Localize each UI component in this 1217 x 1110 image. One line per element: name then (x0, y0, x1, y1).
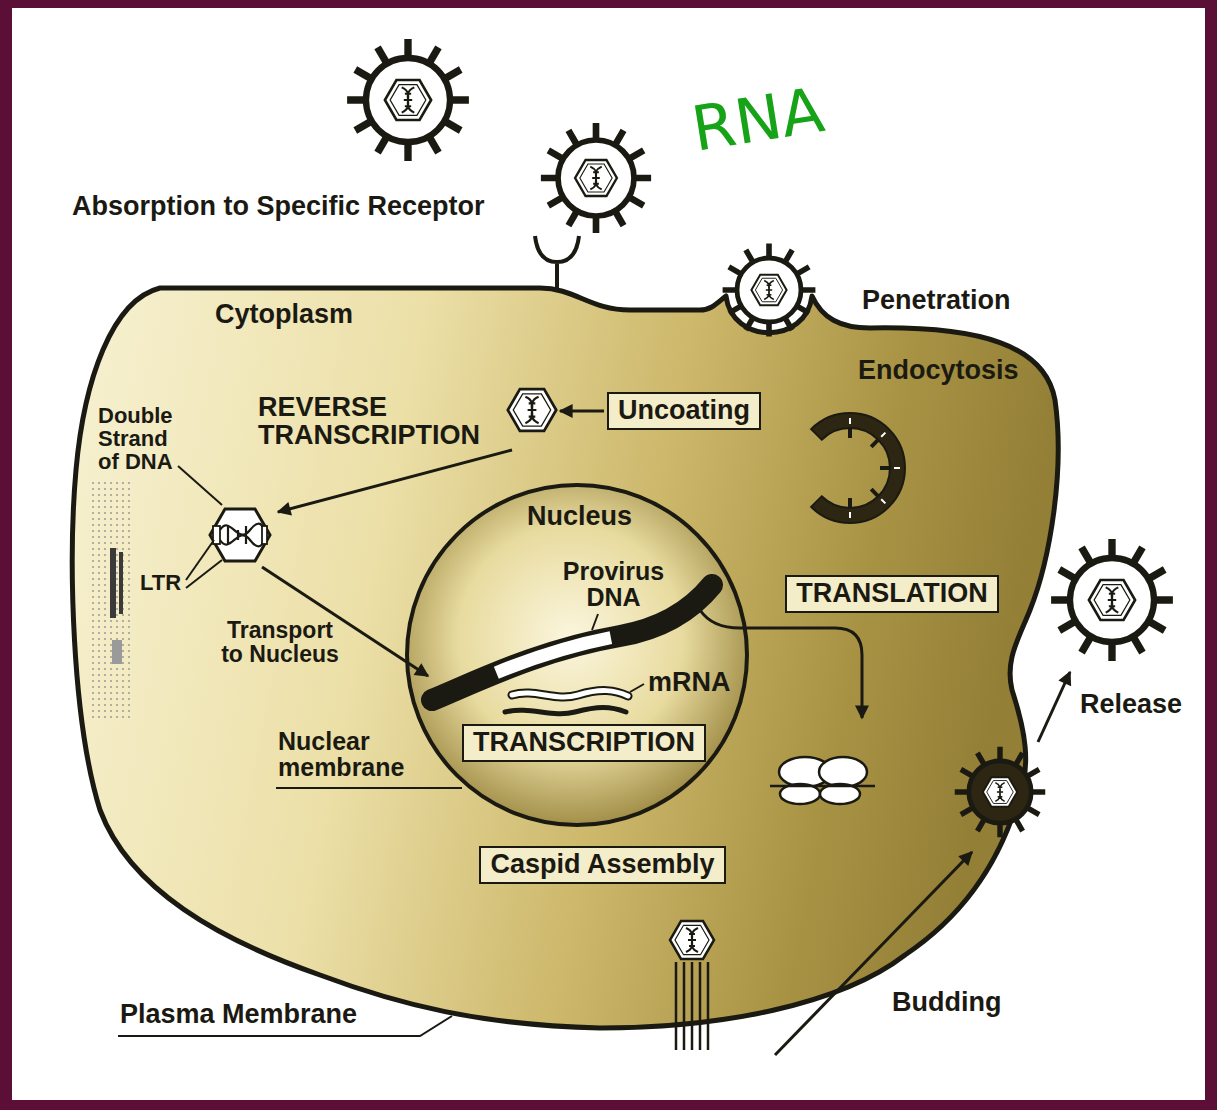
mrna-strands (505, 691, 628, 714)
transport-arrow (262, 567, 428, 676)
leader-line (592, 614, 598, 630)
text-slot: RNA (692, 86, 824, 154)
region-label: Cytoplasm (215, 300, 353, 330)
dna-helix (220, 524, 263, 547)
virus-particle (347, 39, 469, 161)
double-strand-dna (210, 509, 270, 561)
reverse-transcription-arrow (278, 450, 512, 512)
region-label: Nucleus (527, 502, 632, 532)
text-slot: LTR (140, 571, 181, 595)
handwritten-note: RNA (687, 76, 828, 164)
leader-line (630, 684, 644, 692)
process-arrows (262, 411, 1070, 1055)
text-slot: Penetration (862, 286, 1011, 316)
leader-line (118, 1016, 452, 1036)
vesicle-spikes (850, 428, 890, 508)
mrna-strand (505, 708, 626, 714)
ribosome-symbol (770, 757, 875, 804)
text-slot: Transport to Nucleus (218, 618, 342, 666)
membrane-proteins (676, 962, 708, 1050)
part-label: Nuclear membrane (278, 728, 413, 781)
text-slot: Release (1080, 690, 1182, 720)
budding-virus (955, 747, 1045, 837)
budding-arrow (775, 852, 972, 1055)
text-slot: Nuclear membrane (278, 728, 413, 781)
text-slot: REVERSE TRANSCRIPTION (258, 393, 493, 450)
step-label: Release (1080, 690, 1182, 720)
part-label: Double Strand of DNA (98, 404, 182, 473)
step-box: Caspid Assembly (479, 846, 726, 884)
provirus-segment (432, 585, 712, 700)
step-box: TRANSCRIPTION (462, 724, 706, 762)
step-name: Caspid Assembly (490, 849, 714, 880)
step-name: TRANSCRIPTION (473, 727, 695, 758)
virus-particle (1051, 539, 1173, 661)
frame-panel (12, 8, 1205, 1100)
release-arrow (1038, 672, 1070, 742)
leader-line (178, 466, 222, 505)
mrna-strand (512, 691, 628, 697)
uncoating-arrow (560, 410, 604, 413)
step-box: Uncoating (607, 392, 761, 430)
part-label: mRNA (648, 668, 731, 698)
membrane-bar (119, 552, 123, 614)
nuclear-membrane-outline (407, 485, 747, 825)
step-name: TRANSLATION (796, 578, 987, 609)
chromosome-band (432, 585, 712, 700)
part-label: Plasma Membrane (120, 1000, 357, 1030)
virus-particle (723, 244, 816, 337)
step-label: Absorption to Specific Receptor (72, 192, 485, 222)
virus-particle (541, 123, 651, 233)
membrane-bar (110, 548, 116, 618)
leader-line (186, 540, 214, 580)
part-label: LTR (140, 571, 181, 595)
text-slot: Budding (892, 988, 1001, 1018)
step-label: Penetration (862, 286, 1011, 316)
step-label: Budding (892, 988, 1001, 1018)
part-label: Provirus DNA (556, 558, 671, 611)
dna-capsule (210, 509, 270, 561)
membrane-shading (92, 480, 130, 720)
text-slot: mRNA (648, 668, 731, 698)
leader-line (276, 787, 462, 789)
receptor-symbol (535, 236, 579, 289)
text-slot: Double Strand of DNA (98, 404, 182, 473)
provirus-chromosome (432, 585, 712, 700)
membrane-bar (112, 640, 122, 664)
endocytic-vesicle (811, 413, 905, 523)
text-slot: Provirus DNA (556, 558, 671, 611)
vesicle-wall (811, 413, 905, 523)
ribosome-mrna (770, 785, 875, 788)
step-label: REVERSE TRANSCRIPTION (258, 393, 493, 450)
ribosome-subunit (819, 757, 867, 787)
ltr-block (262, 526, 267, 544)
step-box: TRANSLATION (785, 575, 999, 613)
text-slot: Cytoplasm (215, 300, 353, 330)
text-slot: Endocytosis (858, 356, 1019, 386)
text-slot: Nucleus (527, 502, 632, 532)
assembled-capsid (670, 921, 714, 959)
vesicle-marks (850, 418, 900, 518)
text-slot: Absorption to Specific Receptor (72, 192, 485, 222)
step-name: Uncoating (618, 395, 750, 426)
uncoated-capsid (508, 389, 556, 431)
step-label: Endocytosis (858, 356, 1019, 386)
membrane-dots (92, 480, 130, 720)
leader-lines (118, 466, 644, 1036)
translation-arrow (700, 610, 862, 718)
mrna-outline (512, 691, 628, 697)
leader-line (186, 560, 222, 588)
text-slot: Plasma Membrane (120, 1000, 357, 1030)
step-label: Transport to Nucleus (218, 618, 342, 666)
